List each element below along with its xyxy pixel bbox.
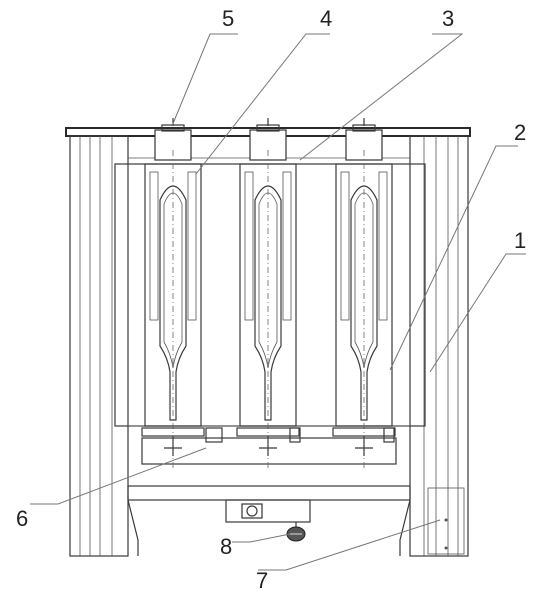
lower-crossbar xyxy=(127,485,411,501)
column-assembly-right xyxy=(332,118,396,470)
base-plate xyxy=(427,487,465,555)
column-assembly-middle xyxy=(236,118,300,470)
frame-left-post xyxy=(69,135,129,557)
callout-4: 4 xyxy=(320,6,332,31)
column-assembly-left xyxy=(141,118,205,470)
callout-5: 5 xyxy=(222,6,234,31)
callout-7: 7 xyxy=(256,568,268,592)
callout-3: 3 xyxy=(442,6,454,31)
feet xyxy=(127,499,411,556)
bottom-bracket xyxy=(225,499,311,523)
leader-lines xyxy=(30,33,526,571)
callout-2: 2 xyxy=(514,120,526,145)
callout-1: 1 xyxy=(514,228,526,253)
callout-labels: 5 4 3 2 1 6 8 7 xyxy=(16,6,526,592)
callout-6: 6 xyxy=(16,506,28,531)
callout-8: 8 xyxy=(220,534,232,559)
adjustment-knob xyxy=(286,522,306,542)
lower-tray xyxy=(128,425,410,465)
valve-blocks xyxy=(205,427,395,443)
frame-right-post xyxy=(409,135,469,557)
